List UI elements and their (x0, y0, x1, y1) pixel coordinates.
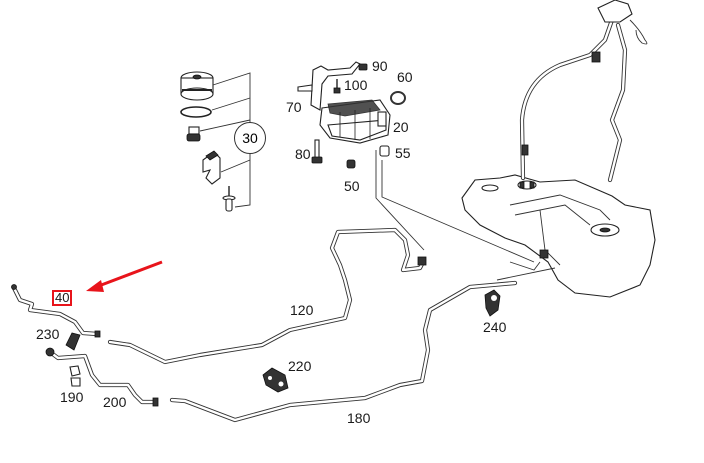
filler-neck[interactable] (519, 0, 648, 183)
callout-70[interactable]: 70 (286, 99, 302, 115)
fuel-filter-housing[interactable] (319, 99, 391, 144)
bolt-80[interactable] (311, 139, 323, 164)
leader-lines-30 (199, 72, 251, 208)
o-ring[interactable] (180, 106, 212, 118)
highlight-arrow (86, 260, 163, 292)
callout-30-text: 30 (242, 130, 258, 146)
bolt-with-washer[interactable] (222, 186, 236, 212)
fuel-tank[interactable] (461, 174, 656, 298)
plug-50[interactable] (346, 159, 356, 169)
callout-120[interactable]: 120 (290, 302, 314, 318)
clip-230[interactable] (65, 332, 81, 351)
callout-230[interactable]: 230 (36, 326, 60, 342)
callout-30[interactable]: 30 (234, 122, 266, 154)
clip-240[interactable] (484, 289, 501, 317)
callout-200[interactable]: 200 (103, 394, 127, 410)
fuel-line-40[interactable] (11, 284, 101, 338)
callout-220[interactable]: 220 (288, 358, 312, 374)
callout-190[interactable]: 190 (60, 389, 84, 405)
callout-55[interactable]: 55 (395, 145, 411, 161)
callout-60[interactable]: 60 (397, 69, 413, 85)
bracket-clip[interactable] (202, 150, 221, 185)
nut-90[interactable] (358, 63, 368, 71)
clip-190[interactable] (69, 365, 81, 387)
callout-100[interactable]: 100 (344, 77, 368, 93)
callout-80[interactable]: 80 (295, 146, 311, 162)
fuel-line-180[interactable] (169, 280, 518, 423)
mounting-bracket[interactable] (297, 61, 361, 111)
callout-50[interactable]: 50 (344, 178, 360, 194)
fuel-line-200[interactable] (45, 347, 159, 407)
clip-220[interactable] (262, 367, 289, 393)
drain-plug[interactable] (186, 126, 201, 142)
filter-cap[interactable] (180, 71, 214, 101)
callout-40-highlighted[interactable]: 40 (52, 290, 73, 306)
callout-20[interactable]: 20 (393, 119, 409, 135)
callout-180[interactable]: 180 (347, 410, 371, 426)
callout-240[interactable]: 240 (483, 319, 507, 335)
sealing-ring-60[interactable] (390, 91, 406, 105)
fuel-line-120[interactable] (107, 227, 427, 365)
spacer-55[interactable] (379, 145, 390, 157)
screw-100[interactable] (333, 79, 341, 94)
callout-90[interactable]: 90 (372, 58, 388, 74)
